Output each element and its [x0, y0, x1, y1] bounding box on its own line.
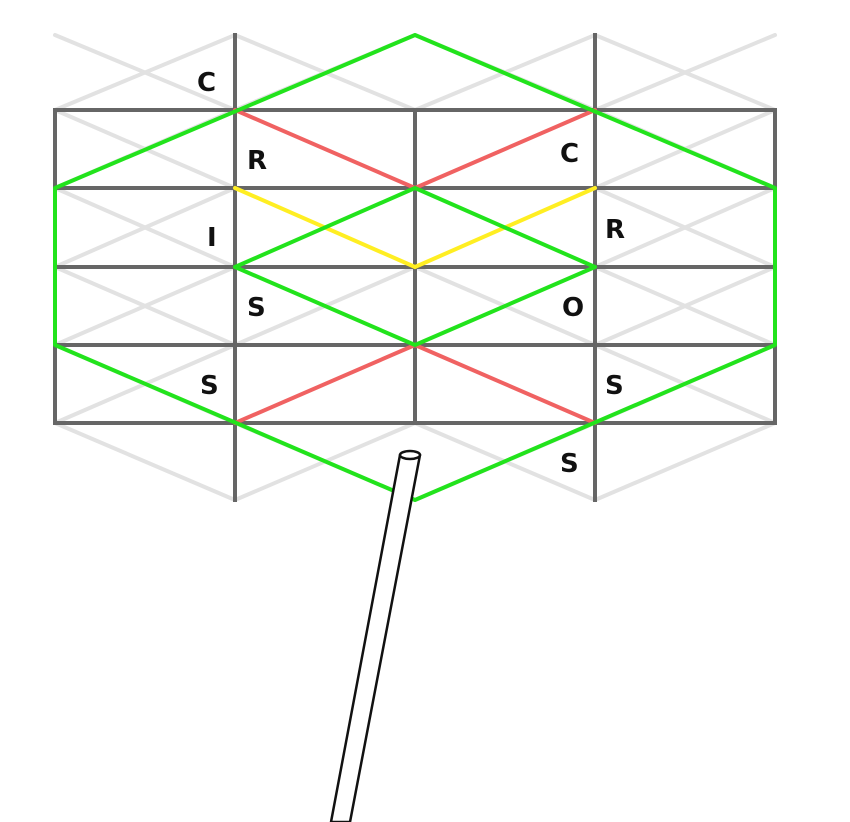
light-line	[593, 421, 777, 502]
letter-c-right: C	[560, 139, 579, 169]
light-line	[53, 265, 237, 347]
letter-r-right: R	[605, 215, 625, 245]
letter-s-right-low: S	[605, 371, 624, 401]
light-line	[53, 421, 237, 502]
letter-o-right: O	[562, 293, 584, 323]
letter-s-left-low: S	[200, 371, 219, 401]
letter-i-left: I	[207, 223, 217, 253]
green-lines	[53, 33, 777, 502]
green-outline	[53, 33, 777, 502]
red-line	[413, 108, 597, 190]
light-line	[593, 33, 777, 112]
letters: C R I S S C R O S S	[197, 68, 625, 479]
green-inner-diamond	[233, 186, 597, 347]
pole	[329, 449, 422, 822]
light-line	[593, 265, 777, 347]
light-line	[53, 186, 237, 269]
pole-tip	[398, 449, 422, 461]
letter-s-left-mid: S	[247, 293, 266, 323]
letter-c-top-left: C	[197, 68, 216, 98]
light-line	[53, 33, 237, 112]
letter-s-bottom: S	[560, 449, 579, 479]
red-lines	[233, 108, 597, 425]
red-line	[233, 343, 417, 425]
pole-shaft	[329, 453, 422, 822]
red-line	[413, 343, 597, 425]
light-line	[593, 186, 777, 269]
letter-r-left: R	[247, 146, 267, 176]
red-line	[233, 108, 417, 190]
